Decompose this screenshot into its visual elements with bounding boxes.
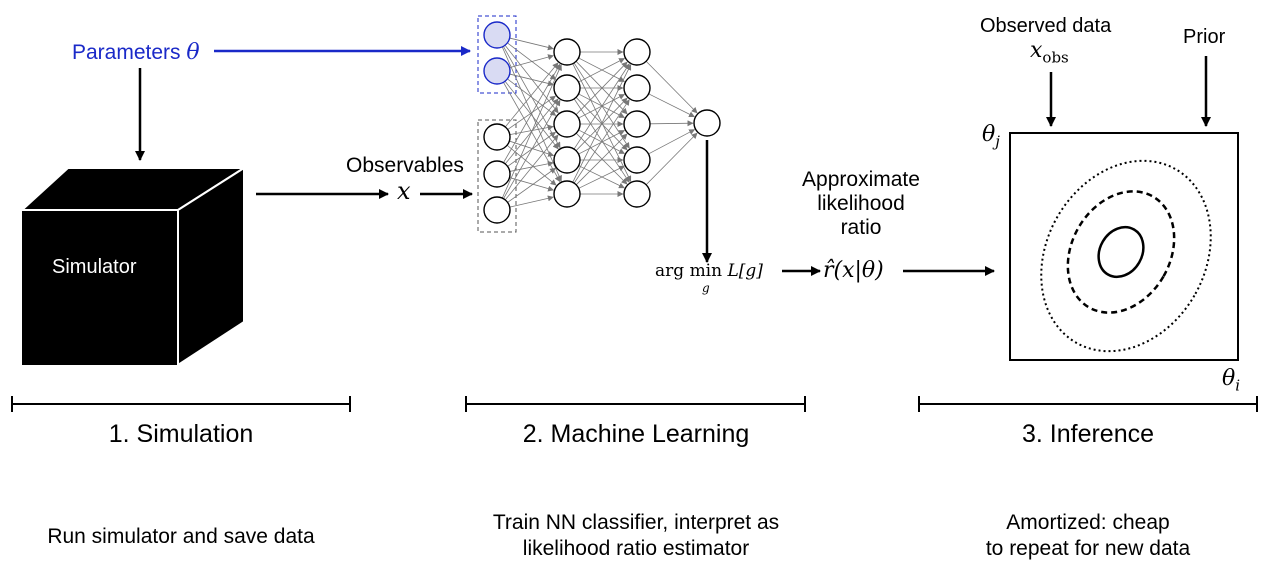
nn-edge-2-1-0 [648,93,695,118]
nn-edge-1-4-1 [573,99,630,184]
stage-description-inference: Amortized: cheap to repeat for new data [908,510,1268,563]
stage-description-inference-line-1: Amortized: cheap [1006,511,1170,534]
observables-label: Observables [346,154,464,177]
theta-j-subscript: j [995,132,1000,151]
theta-j-symbol: θ [982,122,996,147]
parameter-input-group [477,15,517,94]
nn-edge-2-0-0 [645,60,698,114]
loss-expression: arg min g L[g] [655,261,763,295]
likelihood-ratio-expression: r̂(x|θ) [823,258,884,283]
nn-node-2-0 [623,38,651,66]
contour-outer [1040,159,1212,353]
nn-edge-0-4-0 [501,64,562,199]
stage-bar-simulation [11,396,351,412]
estimator-caption-line-1: Approximate [802,168,920,191]
nn-edge-0-4-1 [503,99,561,199]
nn-node-2-3 [623,146,651,174]
loss-arg: arg [655,261,685,281]
parameters-label: Parameters θ [72,40,200,65]
theta-i-subscript: i [1235,376,1241,395]
nn-node-1-2 [553,110,581,138]
plot-frame [1009,132,1239,361]
nn-edge-0-1-1 [509,73,554,87]
nn-edge-1-1-4 [573,98,630,183]
loss-functional: L[g] [727,261,763,281]
neural-network [477,15,721,233]
nn-edge-0-2-0 [504,62,559,128]
nn-edge-0-1-3 [504,80,559,150]
nn-edge-1-4-2 [575,133,628,186]
nn-edge-0-2-3 [509,140,555,157]
stage-description-ml-line-1: Train NN classifier, interpret as [492,511,780,534]
loss-min: min [689,261,723,281]
nn-edge-1-0-1 [578,57,625,82]
stage-bar-inference [918,396,1258,412]
nn-edge-1-1-0 [578,58,625,83]
nn-node-1-3 [553,146,581,174]
nn-edge-2-3-0 [648,129,696,155]
estimator-caption-line-2: likelihood [817,192,905,216]
observed-subscript: obs [1042,48,1069,67]
stage-description-ml-line-2: likelihood ratio estimator [522,537,750,561]
nn-edge-0-0-0 [509,37,554,51]
nn-edge-0-4-4 [509,195,554,208]
nn-edge-0-1-0 [509,54,554,68]
posterior-plot [1009,132,1239,361]
nn-edge-1-2-0 [575,61,628,115]
contour-inner [1097,225,1145,279]
loss-min-subscript: g [701,281,710,295]
parameters-text: Parameters [72,41,181,64]
nn-edge-1-1-2 [578,93,625,118]
stage-bar-machine-learning [465,396,806,412]
nn-edge-1-4-0 [572,64,632,183]
nn-node-3-0 [693,109,721,137]
simulator-label: Simulator [52,256,137,278]
nn-edge-0-3-0 [503,63,561,163]
simulator-box [19,166,248,367]
nn-node-2-2 [623,110,651,138]
stage-title-machine-learning: 2. Machine Learning [522,420,750,448]
nn-edge-1-3-0 [573,63,630,150]
nn-parameter-node-1 [483,57,511,85]
nn-parameter-node-0 [483,21,511,49]
theta-j-axis-label: θj [982,122,1000,151]
stage-title-inference: 3. Inference [1021,420,1155,448]
estimator-caption: Approximate likelihood ratio [786,168,936,240]
nn-node-1-4 [553,180,581,208]
stage-description-machine-learning: Train NN classifier, interpret as likeli… [436,510,836,563]
nn-edge-1-4-3 [578,165,625,189]
observed-x: x [1030,38,1043,63]
stage-title-simulation: 1. Simulation [108,420,254,448]
nn-edge-2-2-0 [649,120,694,127]
observable-input-group [477,119,517,233]
nn-edge-0-2-1 [507,95,556,130]
estimator-caption-line-3: ratio [840,216,882,240]
nn-edge-0-4-2 [504,134,559,201]
nn-edge-0-1-2 [507,78,557,116]
observed-data-symbol: xobs [1030,38,1069,67]
nn-node-0-3 [483,160,511,188]
nn-node-0-2 [483,123,511,151]
nn-node-1-0 [553,38,581,66]
theta-i-symbol: θ [1222,366,1236,391]
stage-description-simulation-line-1: Run simulator and save data [47,525,315,548]
nn-node-2-4 [623,180,651,208]
x-symbol: x [397,177,411,205]
nn-edge-0-2-2 [509,124,554,136]
contour-middle [1066,190,1176,314]
nn-node-0-4 [483,196,511,224]
prior-label: Prior [1183,26,1226,48]
nn-edge-0-3-4 [509,177,555,192]
nn-node-1-1 [553,74,581,102]
nn-edge-0-4-3 [507,167,557,203]
stage-description-inference-line-2: to repeat for new data [985,537,1191,561]
theta-i-axis-label: θi [1222,366,1240,395]
observed-data-label: Observed data [980,15,1112,37]
stage-description-simulation: Run simulator and save data [0,525,362,549]
theta-symbol: θ [186,40,200,65]
nn-edge-2-4-0 [645,132,698,186]
nn-node-2-1 [623,74,651,102]
